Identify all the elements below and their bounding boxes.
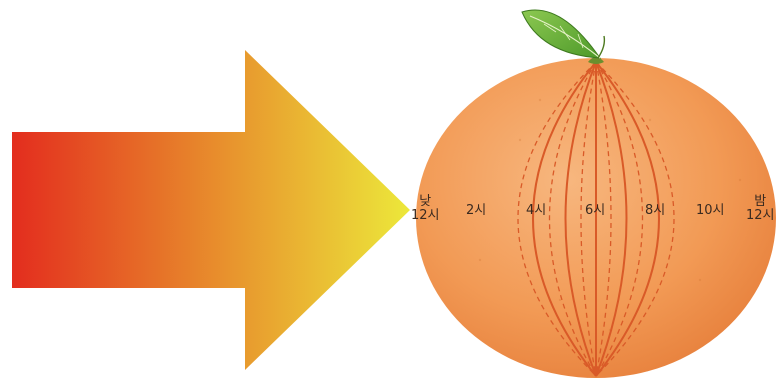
label-midnight-bottom: 12시: [746, 209, 775, 223]
label-10: 10시: [696, 204, 725, 218]
label-6: 6시: [585, 204, 605, 218]
label-noon: 낮 12시: [411, 195, 440, 223]
label-midnight: 밤 12시: [746, 195, 775, 223]
label-4: 4시: [526, 204, 546, 218]
label-noon-bottom: 12시: [411, 209, 440, 223]
leaf-icon: [522, 10, 604, 58]
label-8: 8시: [645, 204, 665, 218]
orange-fruit: [416, 10, 776, 378]
label-noon-top: 낮: [411, 195, 440, 209]
label-2: 2시: [466, 204, 486, 218]
label-midnight-top: 밤: [746, 195, 775, 209]
right-arrow-icon: [12, 50, 410, 370]
